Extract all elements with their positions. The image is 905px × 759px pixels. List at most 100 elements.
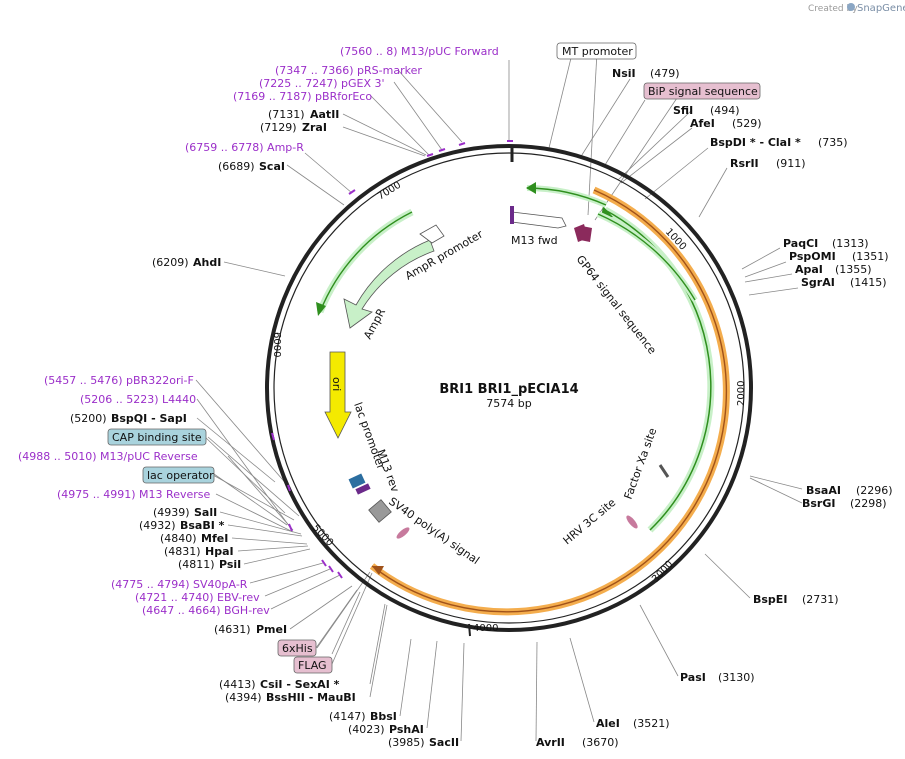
svg-text:SgrAI: SgrAI (801, 276, 835, 289)
svg-text:(2731): (2731) (802, 593, 839, 606)
svg-text:(1355): (1355) (835, 263, 872, 276)
primer-label-pgex3: (7225 .. 7247) pGEX 3' (259, 77, 385, 90)
leader-lines (195, 51, 803, 742)
svg-text:PshAI: PshAI (389, 723, 424, 736)
svg-text:(4939): (4939) (153, 506, 190, 519)
svg-text:PspOMI: PspOMI (789, 250, 836, 263)
svg-text:lac operator: lac operator (147, 469, 214, 482)
enzyme-csii-sexai: (4413)CsiI - SexAI * (219, 678, 340, 691)
enzyme-avrii: AvrII(3670) (536, 736, 619, 749)
boxed-label-bip: BiP signal sequence (643, 82, 761, 100)
m13-fwd-label: M13 fwd (511, 234, 558, 247)
svg-text:PsiI: PsiI (219, 558, 241, 571)
boxed-label-mt-promoter: MT promoter (556, 42, 637, 60)
enzyme-paqci: PaqCI (1313) (783, 237, 869, 250)
svg-text:CAP binding site: CAP binding site (112, 431, 202, 444)
orf-arc-outer-arrowhead (372, 566, 384, 575)
svg-text:(6209): (6209) (152, 256, 189, 269)
svg-text:MT promoter: MT promoter (562, 45, 633, 58)
svg-text:(2298): (2298) (850, 497, 887, 510)
enzyme-bspei: BspEI(2731) (753, 593, 839, 606)
snapgene-logo-icon (847, 3, 855, 11)
boxed-label-lac-operator: lac operator (142, 466, 215, 484)
ori-label: ori (330, 377, 343, 391)
svg-text:(911): (911) (776, 157, 806, 170)
svg-text:ScaI: ScaI (259, 160, 285, 173)
primer-label-pbr322ori-f: (5457 .. 5476) pBR322ori-F (44, 374, 194, 387)
svg-text:AatII: AatII (310, 108, 339, 121)
enzyme-bspqi-sapi: (5200) BspQI - SapI (70, 412, 187, 425)
svg-text:(4394): (4394) (225, 691, 262, 704)
svg-text:(4147): (4147) (329, 710, 366, 723)
svg-text:(4811): (4811) (178, 558, 215, 571)
svg-text:AleI: AleI (596, 717, 620, 730)
svg-text:(4932): (4932) (139, 519, 176, 532)
svg-text:(7131): (7131) (268, 108, 305, 121)
primer-label-ebv-rev: (4721 .. 4740) EBV-rev (135, 591, 260, 604)
gp64-feature-b (580, 226, 592, 242)
enzyme-sacii: (3985)SacII (388, 736, 459, 749)
primer-markers (271, 140, 513, 579)
enzyme-bsaai: BsaAI(2296) (806, 484, 893, 497)
enzyme-afei: AfeI(529) (690, 117, 762, 130)
svg-text:6xHis: 6xHis (282, 642, 313, 655)
enzyme-psii: (4811) PsiI (178, 558, 241, 571)
svg-text:(5200): (5200) (70, 412, 107, 425)
svg-text:ZraI: ZraI (302, 121, 327, 134)
enzyme-bsshii-maubi: (4394) BssHII - MauBI (225, 691, 356, 704)
orf-arc-top-arrowhead (526, 182, 536, 194)
orf-arc-outer-line (371, 189, 728, 613)
svg-text:BbsI: BbsI (370, 710, 397, 723)
svg-text:HpaI: HpaI (205, 545, 234, 558)
svg-text:(1313): (1313) (832, 237, 869, 250)
tick-label-4000: 4000 (473, 623, 498, 634)
created-by-text: Created by (808, 4, 858, 14)
svg-text:MfeI: MfeI (201, 532, 228, 545)
enzyme-hpai: (4831)HpaI (164, 545, 234, 558)
svg-text:(3130): (3130) (718, 671, 755, 684)
svg-text:RsrII: RsrII (730, 157, 759, 170)
svg-text:PaqCI: PaqCI (783, 237, 818, 250)
svg-text:FLAG: FLAG (298, 659, 327, 672)
flag-feature (396, 527, 410, 539)
svg-text:NsiI: NsiI (612, 67, 636, 80)
gp64-label: GP64 signal sequence (574, 253, 659, 357)
enzyme-scai: (6689) ScaI (218, 160, 285, 173)
enzyme-apai: ApaI(1355) (795, 263, 872, 276)
svg-text:(3985): (3985) (388, 736, 425, 749)
svg-text:(6689): (6689) (218, 160, 255, 173)
enzyme-sfii: SfiI(494) (673, 104, 740, 117)
m13-fwd-primer-mark (510, 206, 514, 224)
svg-text:(3670): (3670) (582, 736, 619, 749)
primer-label-l4440: (5206 .. 5223) L4440 (80, 393, 196, 406)
primer-label-prs-marker: (7347 .. 7366) pRS-marker (275, 64, 422, 77)
svg-text:(4631): (4631) (214, 623, 251, 636)
enzyme-sali: (4939)SalI (153, 506, 217, 519)
svg-text:(529): (529) (732, 117, 762, 130)
tick-label-2000: 2000 (736, 381, 747, 406)
hrv3c-feature (626, 515, 638, 529)
brand-name: SnapGene (857, 3, 905, 14)
m13-rev-label: M13 rev (374, 448, 402, 495)
svg-text:(1351): (1351) (852, 250, 889, 263)
primer-label-m13puc-reverse: (4988 .. 5010) M13/pUC Reverse (18, 450, 198, 463)
svg-text:BssHII - MauBI: BssHII - MauBI (266, 691, 356, 704)
ampr-orf-arc-line (319, 211, 413, 313)
svg-text:(4413): (4413) (219, 678, 256, 691)
svg-text:(494): (494) (710, 104, 740, 117)
svg-text:PmeI: PmeI (256, 623, 287, 636)
enzyme-bspdi-clai: BspDI * - ClaI *(735) (710, 136, 848, 149)
svg-text:BsrGI: BsrGI (802, 497, 835, 510)
plasmid-name: BRI1 BRI1_pECIA14 (439, 382, 578, 397)
enzyme-pspomi: PspOMI (1351) (789, 250, 889, 263)
hrv3c-label: HRV 3C site (561, 496, 619, 547)
enzyme-bsrgi: BsrGI (2298) (802, 497, 887, 510)
ori-feature (324, 351, 352, 439)
svg-text:BspQI - SapI: BspQI - SapI (111, 412, 187, 425)
enzyme-zrai: (7129)ZraI (260, 121, 327, 134)
svg-text:(3521): (3521) (633, 717, 670, 730)
ampr-feature (343, 239, 435, 329)
boxed-label-6xhis: 6xHis (277, 639, 317, 657)
enzyme-rsrii: RsrII (911) (730, 157, 806, 170)
plasmid-length: 7574 bp (486, 397, 531, 410)
